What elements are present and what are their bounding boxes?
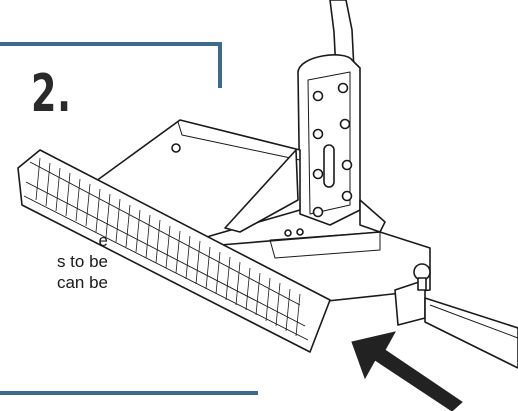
caption-line-2: s to be: [56, 252, 108, 271]
caption-text: e s to be can be: [0, 230, 108, 293]
caption-line-3: can be: [56, 273, 108, 292]
cable-comb: [17, 149, 331, 353]
top-frame-line: [0, 42, 222, 88]
bracket-slot: [323, 144, 335, 188]
gusset: [224, 149, 299, 233]
caption-line-1: e: [98, 231, 108, 250]
bracket-bolts: [312, 82, 353, 218]
push-arrow: [351, 331, 463, 411]
right-pipe: [424, 297, 518, 369]
frame-accent-lines: [0, 42, 258, 395]
step-number: 2.: [31, 64, 72, 124]
